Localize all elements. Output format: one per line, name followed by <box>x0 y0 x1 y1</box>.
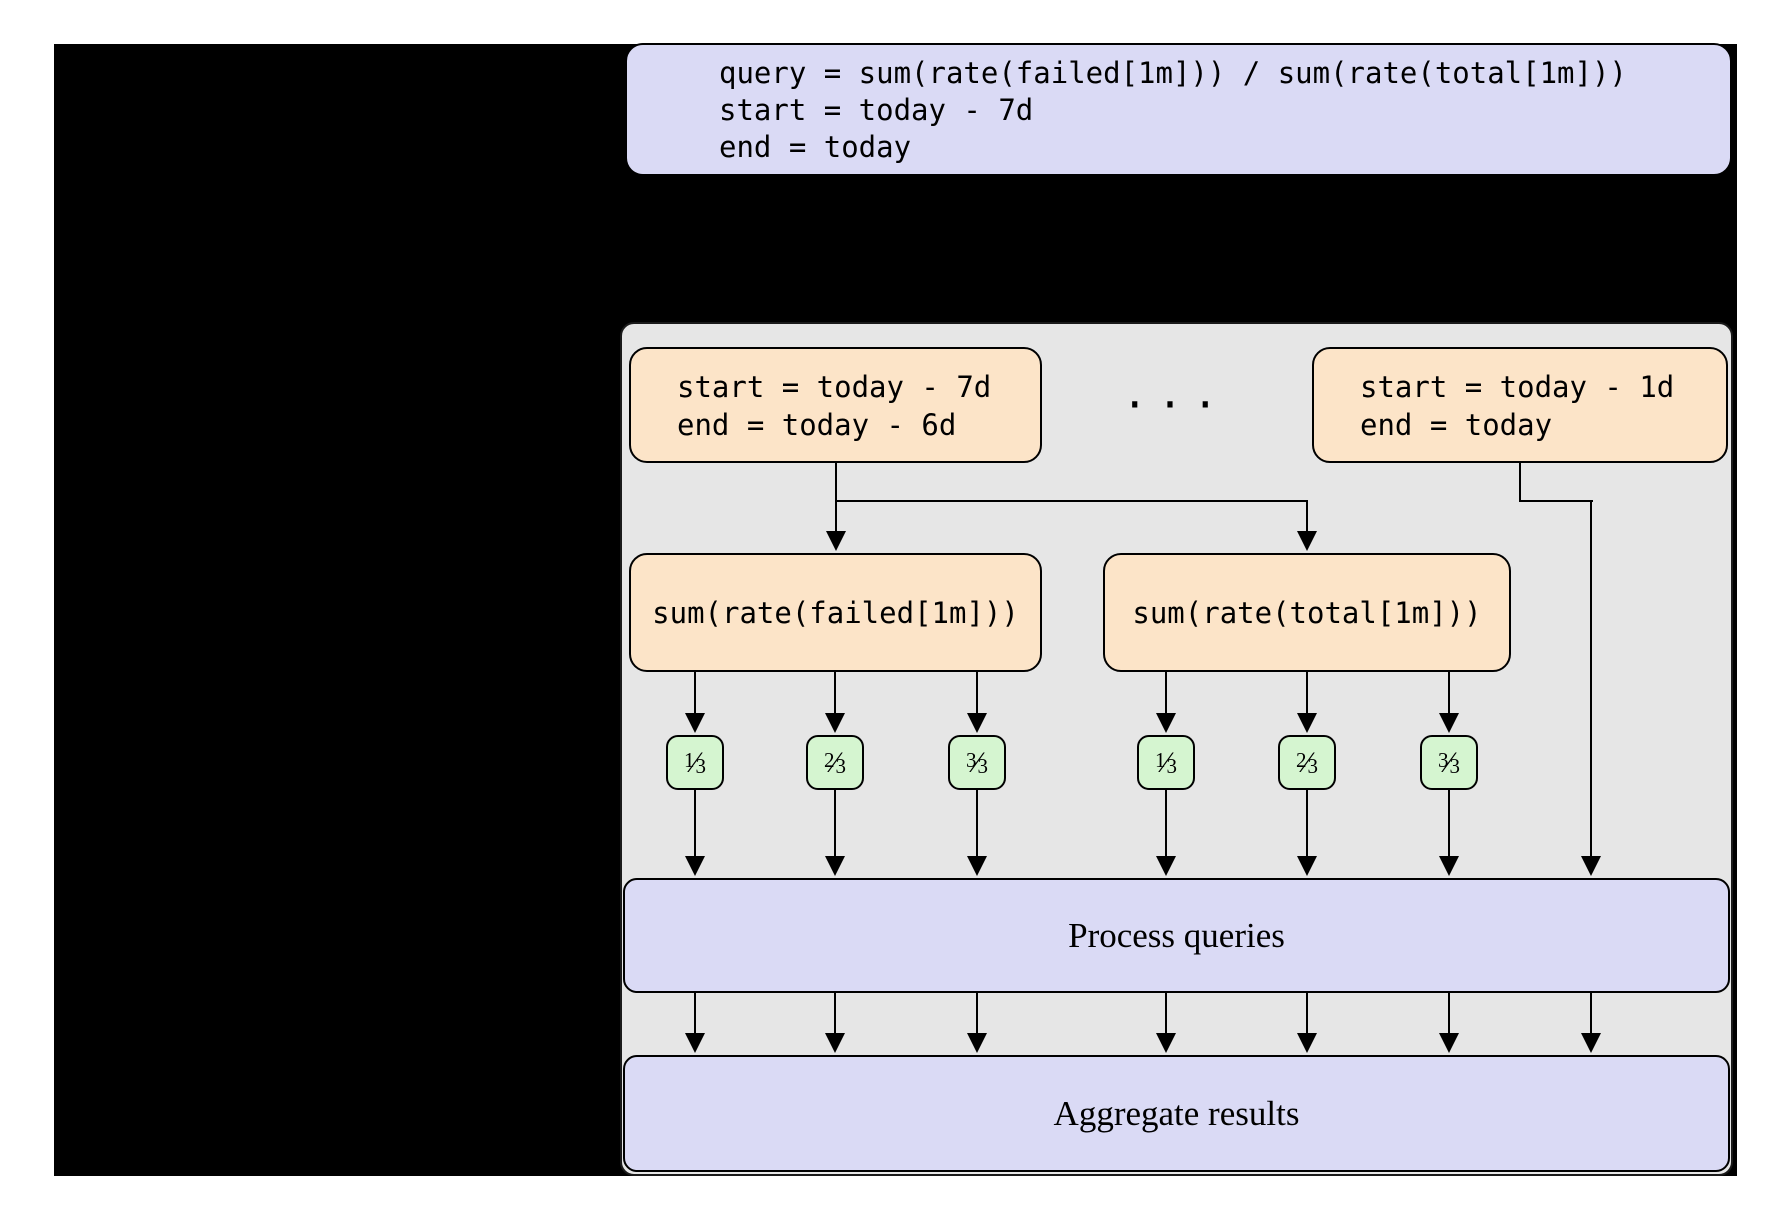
shard-box-1of3-total: 1⁄3 <box>1137 735 1195 790</box>
query-definition-box: query = sum(rate(failed[1m])) / sum(rate… <box>625 43 1732 176</box>
arrowhead <box>1581 1033 1601 1053</box>
shard-box-2of3-failed: 2⁄3 <box>806 735 864 790</box>
shard-denominator: 3 <box>1166 754 1178 778</box>
arrowhead <box>1439 713 1459 733</box>
arrowhead <box>685 1033 705 1053</box>
arrowhead <box>1297 713 1317 733</box>
connector-line <box>833 672 837 717</box>
shard-box-2of3-total: 2⁄3 <box>1278 735 1336 790</box>
metric-box-failed: sum(rate(failed[1m])) <box>629 553 1042 672</box>
aggregate-results-label: Aggregate results <box>1053 1093 1300 1133</box>
connector-line <box>1164 993 1168 1035</box>
arrowhead <box>685 856 705 876</box>
aggregate-results-box: Aggregate results <box>623 1055 1730 1172</box>
process-queries-label: Process queries <box>1068 915 1285 955</box>
shard-denominator: 3 <box>695 754 707 778</box>
connector-line <box>834 499 1309 503</box>
shard-denominator: 3 <box>1307 754 1319 778</box>
ellipsis: ··· <box>1122 380 1228 429</box>
arrowhead <box>1297 856 1317 876</box>
connector-line <box>1518 499 1593 503</box>
connector-line <box>833 993 837 1035</box>
time-window-box-last: start = today - 1d end = today <box>1312 347 1728 463</box>
connector-line <box>1164 672 1168 717</box>
shard-numerator: 3 <box>1437 748 1449 772</box>
connector-line <box>693 672 697 717</box>
connector-line <box>1518 463 1522 501</box>
connector-line <box>1589 501 1593 858</box>
connector-line <box>1305 501 1309 534</box>
window-start: start = today - 7d <box>677 370 992 404</box>
arrowhead <box>967 1033 987 1053</box>
window-end: end = today <box>1360 408 1553 442</box>
time-window-box-first: start = today - 7d end = today - 6d <box>629 347 1042 463</box>
metric-box-total: sum(rate(total[1m])) <box>1103 553 1511 672</box>
connector-line <box>1447 790 1451 858</box>
arrowhead <box>967 856 987 876</box>
fraction-slash: ⁄ <box>974 745 980 779</box>
connector-line <box>1305 993 1309 1035</box>
shard-box-3of3-failed: 3⁄3 <box>948 735 1006 790</box>
arrowhead <box>1156 856 1176 876</box>
shard-numerator: 1 <box>683 748 695 772</box>
connector-line <box>975 790 979 858</box>
arrowhead <box>1581 856 1601 876</box>
connector-line <box>1447 672 1451 717</box>
shard-numerator: 2 <box>1295 748 1307 772</box>
arrowhead <box>967 713 987 733</box>
connector-line <box>1305 672 1309 717</box>
connector-line <box>975 672 979 717</box>
connector-line <box>693 993 697 1035</box>
fraction-slash: ⁄ <box>692 745 698 779</box>
shard-denominator: 3 <box>1449 754 1461 778</box>
arrowhead <box>1156 713 1176 733</box>
connector-line <box>1305 790 1309 858</box>
connector-line <box>833 790 837 858</box>
shard-numerator: 1 <box>1154 748 1166 772</box>
arrowhead <box>1297 1033 1317 1053</box>
query-line: query = sum(rate(failed[1m])) / sum(rate… <box>719 56 1627 90</box>
window-start: start = today - 1d <box>1360 370 1675 404</box>
arrowhead <box>1156 1033 1176 1053</box>
fraction-slash: ⁄ <box>1304 745 1310 779</box>
start-line: start = today - 7d <box>719 93 1034 127</box>
shard-numerator: 2 <box>823 748 835 772</box>
shard-denominator: 3 <box>977 754 989 778</box>
fraction-slash: ⁄ <box>832 745 838 779</box>
window-end: end = today - 6d <box>677 408 957 442</box>
end-line: end = today <box>719 130 912 164</box>
shard-numerator: 3 <box>965 748 977 772</box>
metric-label: sum(rate(failed[1m])) <box>652 595 1019 630</box>
connector-line <box>834 463 838 534</box>
arrowhead <box>1439 1033 1459 1053</box>
arrowhead <box>1297 531 1317 551</box>
shard-box-3of3-total: 3⁄3 <box>1420 735 1478 790</box>
shard-denominator: 3 <box>835 754 847 778</box>
shard-box-1of3-failed: 1⁄3 <box>666 735 724 790</box>
arrowhead <box>825 713 845 733</box>
arrowhead <box>685 713 705 733</box>
arrowhead <box>825 856 845 876</box>
process-queries-box: Process queries <box>623 878 1730 993</box>
metric-label: sum(rate(total[1m])) <box>1132 595 1482 630</box>
connector-line <box>693 790 697 858</box>
arrowhead <box>826 531 846 551</box>
arrowhead <box>1439 856 1459 876</box>
fraction-slash: ⁄ <box>1446 745 1452 779</box>
fraction-slash: ⁄ <box>1163 745 1169 779</box>
connector-line <box>1589 993 1593 1035</box>
connector-line <box>1447 993 1451 1035</box>
arrowhead <box>825 1033 845 1053</box>
connector-line <box>1164 790 1168 858</box>
connector-line <box>975 993 979 1035</box>
